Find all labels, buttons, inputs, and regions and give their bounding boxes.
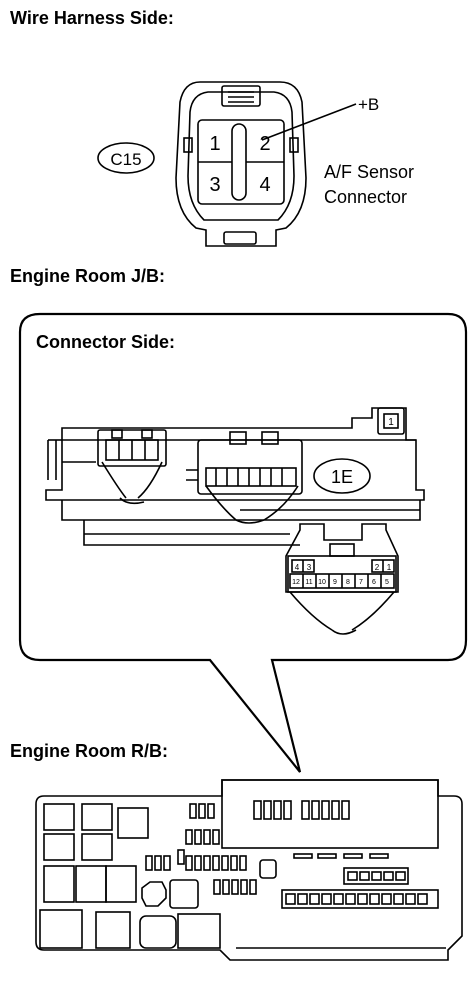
jb-pin-connector — [285, 523, 399, 635]
jb-main-connector — [186, 431, 303, 524]
jb-block — [45, 407, 425, 546]
pin-num-9: 9 — [333, 579, 337, 586]
af-sensor-label: A/F Sensor — [324, 162, 414, 182]
pin-label-2: 2 — [259, 133, 270, 155]
pin-num-8: 8 — [346, 579, 350, 586]
c15-code-badge — [97, 142, 155, 174]
connector-label: Connector — [324, 187, 407, 207]
pin-num-11: 11 — [305, 579, 312, 586]
pin-num-5: 5 — [385, 579, 389, 586]
pin-num-6: 6 — [372, 579, 376, 586]
pin-num-4: 4 — [295, 563, 300, 572]
1e-label: 1E — [331, 467, 353, 487]
jb-left-connector — [97, 429, 167, 505]
pin-num-7: 7 — [359, 579, 363, 586]
af-sensor-connector — [97, 81, 357, 247]
pin-box — [383, 413, 399, 429]
1e-code-badge — [313, 458, 371, 494]
engine-room-rb-heading: Engine Room R/B: — [10, 741, 168, 761]
pin-box-label: 1 — [388, 417, 394, 428]
wire-harness-side-heading: Wire Harness Side: — [10, 8, 174, 28]
pin-num-1: 1 — [387, 563, 392, 572]
connector-side-label: Connector Side: — [36, 332, 175, 352]
pin-label-1: 1 — [209, 133, 220, 155]
pin-num-12: 12 — [292, 579, 300, 586]
pin-num-2: 2 — [375, 563, 380, 572]
c15-label: C15 — [110, 150, 141, 169]
rb-block — [35, 779, 463, 961]
pin-label-3: 3 — [209, 174, 220, 196]
pin-label-4: 4 — [259, 174, 270, 196]
pin-num-3: 3 — [307, 563, 312, 572]
jb-callout — [18, 312, 468, 773]
engine-room-jb-heading: Engine Room J/B: — [10, 266, 166, 286]
pin-num-10: 10 — [318, 579, 326, 586]
plus-b-label: +B — [358, 95, 379, 114]
